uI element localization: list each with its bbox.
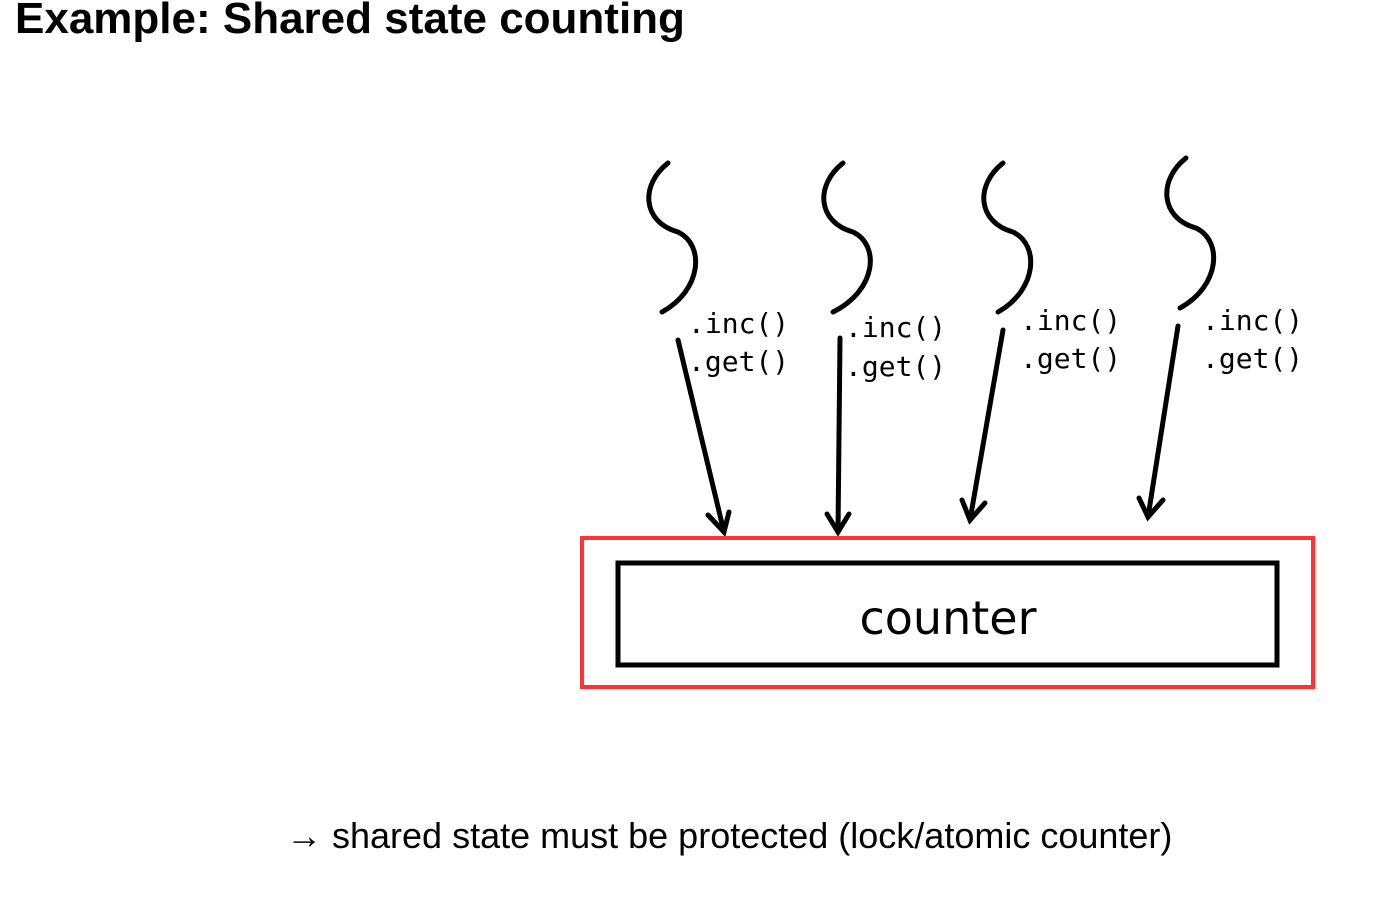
arrow-3-icon xyxy=(959,327,1006,525)
thread-4-inc-label: .inc() xyxy=(1202,304,1303,337)
thread-4-squiggle-icon xyxy=(1164,155,1217,311)
thread-3-get-label: .get() xyxy=(1020,342,1121,375)
protection-boundary xyxy=(580,536,1315,689)
slide-title: Example: Shared state counting xyxy=(15,0,685,43)
thread-2-inc-label: .inc() xyxy=(845,311,946,344)
thread-1-get-label: .get() xyxy=(688,345,789,378)
counter-label: counter xyxy=(860,591,1037,645)
thread-4-get-label: .get() xyxy=(1202,342,1303,375)
thread-2-squiggle-icon xyxy=(821,160,873,315)
thread-1-inc-label: .inc() xyxy=(688,307,789,340)
thread-1-squiggle-icon xyxy=(646,160,699,315)
arrow-2-icon xyxy=(824,335,852,537)
thread-2-get-label: .get() xyxy=(845,350,946,383)
conclusion-note: → shared state must be protected (lock/a… xyxy=(286,815,1173,856)
arrow-4-icon xyxy=(1136,323,1181,522)
counter-box xyxy=(615,560,1280,668)
thread-3-squiggle-icon xyxy=(981,160,1034,315)
arrow-1-icon xyxy=(675,337,732,538)
thread-3-inc-label: .inc() xyxy=(1020,304,1121,337)
